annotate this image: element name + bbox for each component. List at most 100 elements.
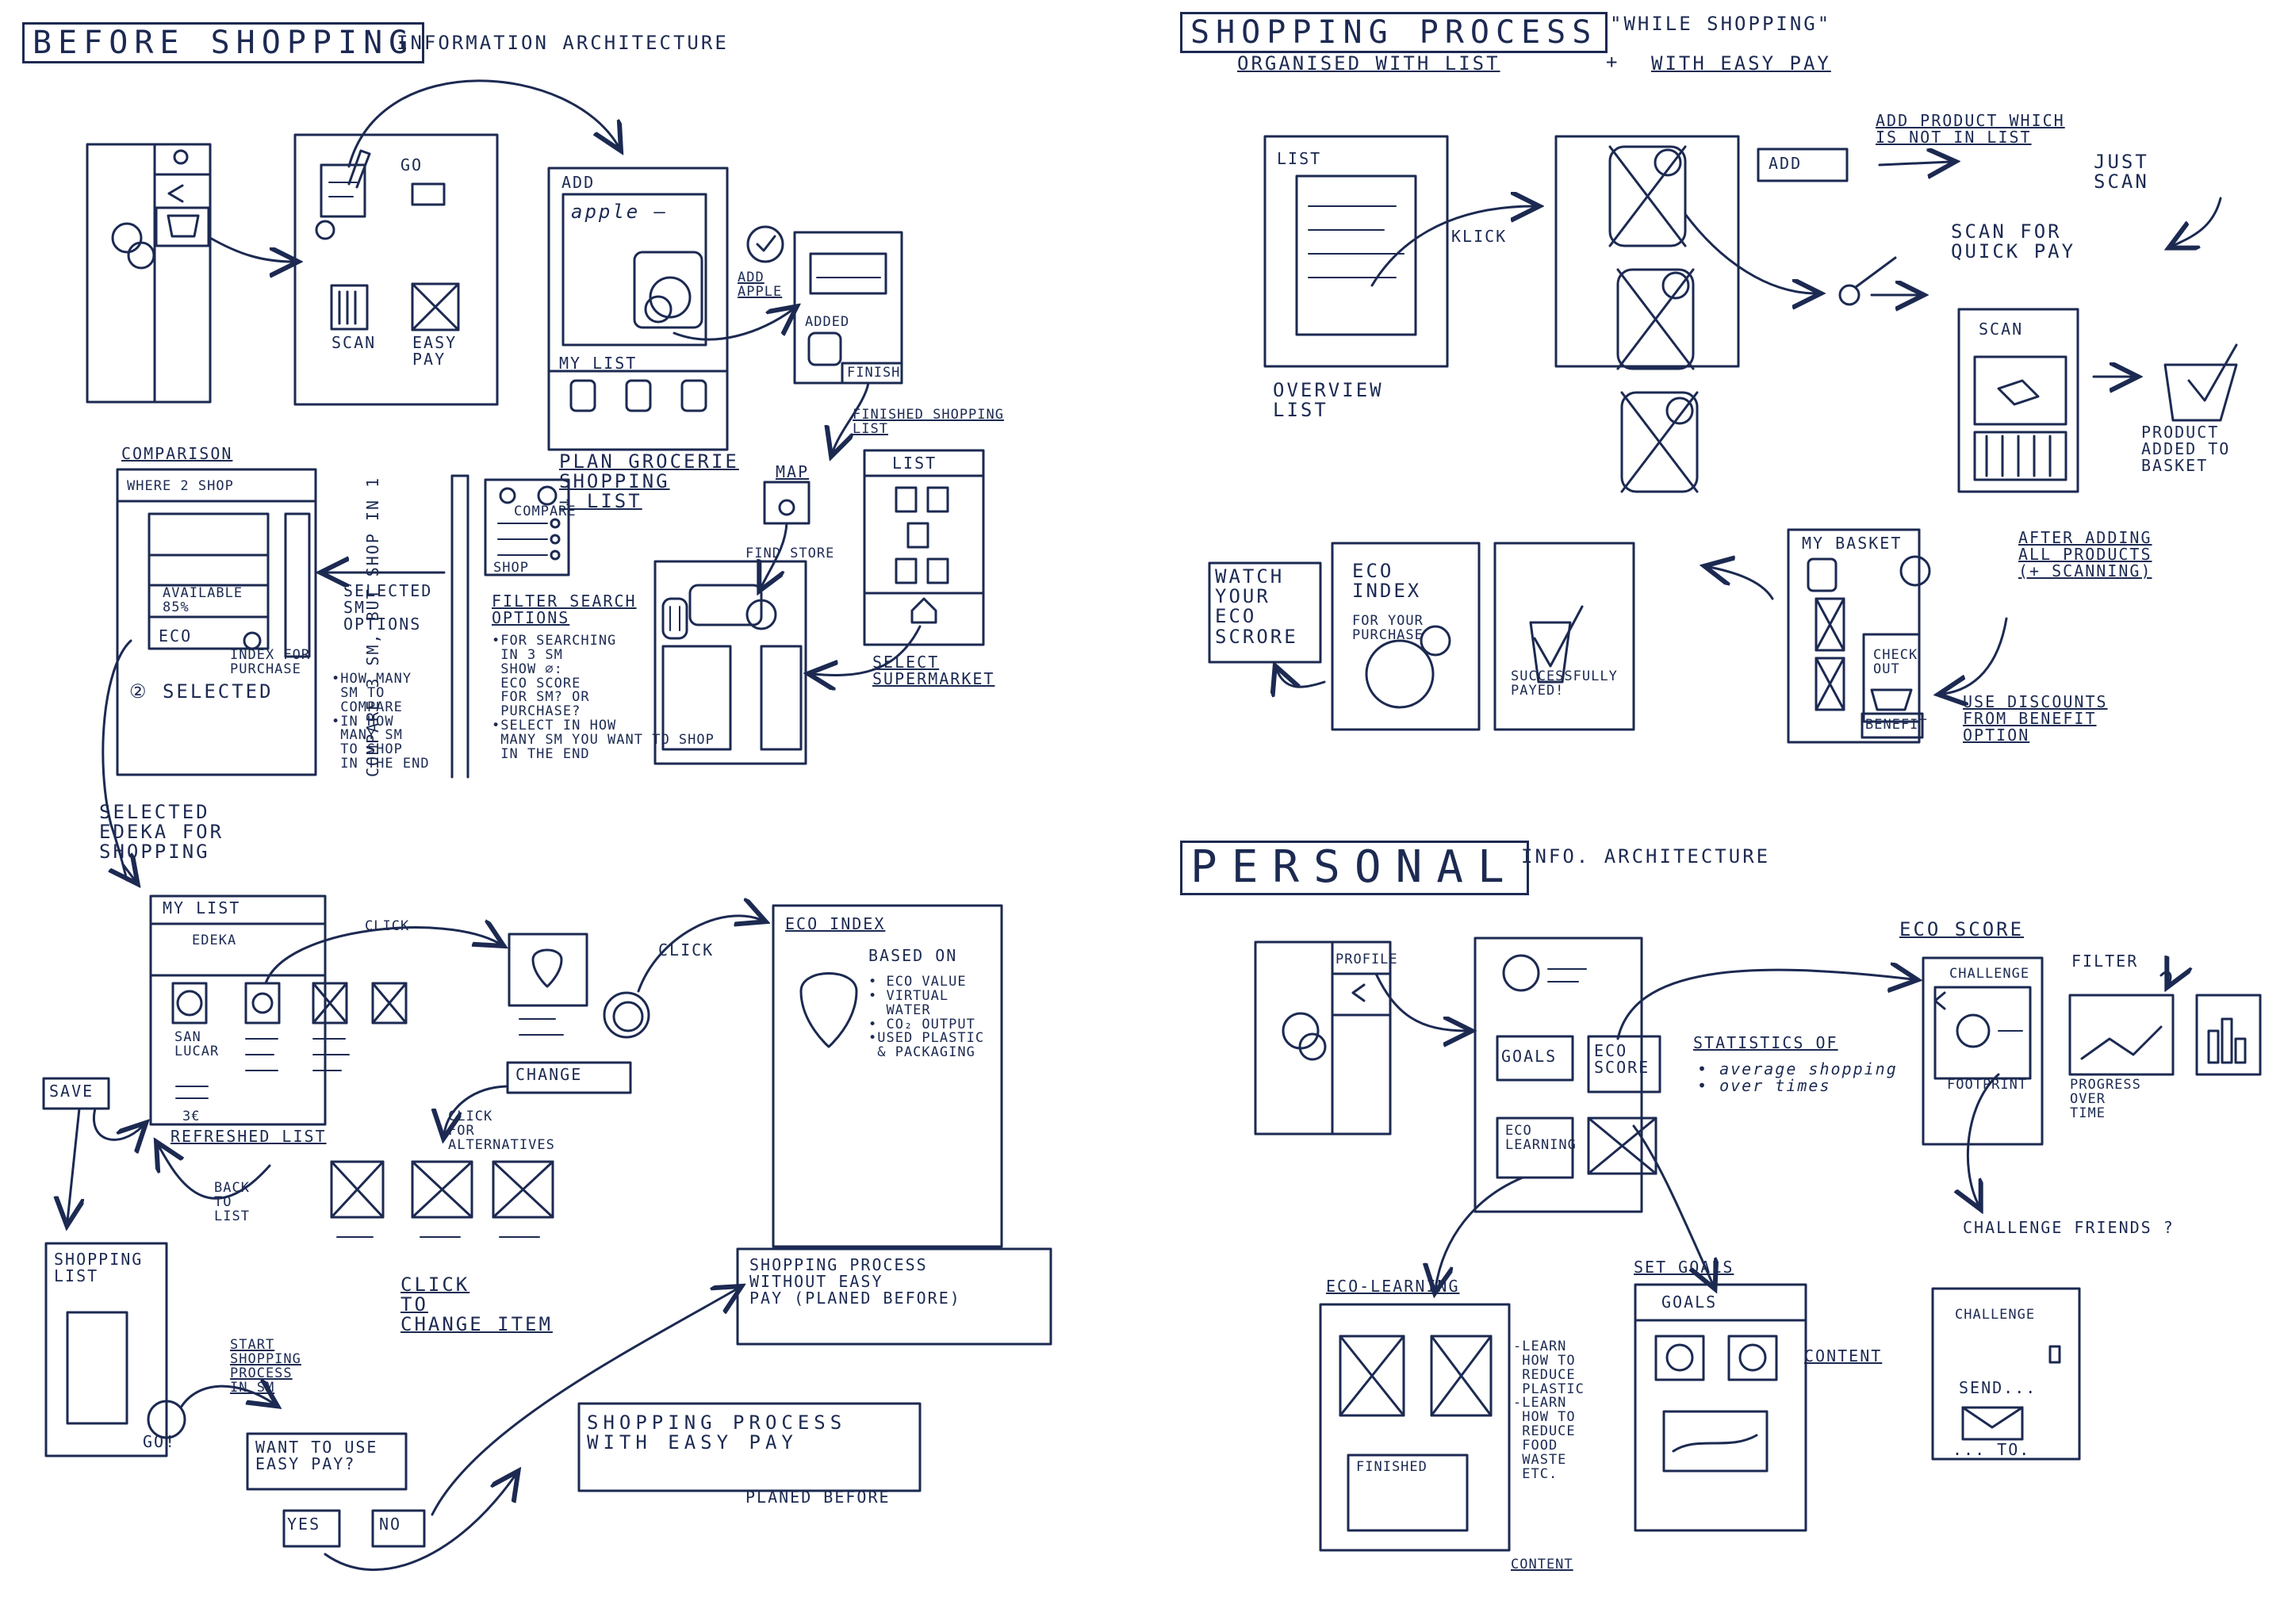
plan-groceries-caption: PLAN GROCERIE SHOPPING → LIST xyxy=(559,450,739,513)
profile-label: PROFILE xyxy=(1336,952,1398,967)
set-goals-title: SET GOALS xyxy=(1634,1258,1734,1277)
want-easy-pay-question: WANT TO USE EASY PAY? xyxy=(255,1438,378,1473)
successfully-payed-label: SUCCESSFULLY PAYED! xyxy=(1511,668,1618,699)
scan-for-quick-pay: SCAN FOR QUICK PAY xyxy=(1951,220,2076,263)
change-button: CHANGE xyxy=(515,1065,583,1084)
select-supermarket-caption: SELECT SUPERMARKET xyxy=(872,653,995,688)
just-scan-label: JUST SCAN xyxy=(2094,151,2149,193)
scan-screen-header: SCAN xyxy=(1979,320,2024,339)
my-basket-header: MY BASKET xyxy=(1802,534,1903,553)
process-with-easy-pay: SHOPPING PROCESS WITH EASY PAY xyxy=(587,1411,847,1454)
home-go-label: GO xyxy=(400,155,423,174)
shopping-list-title: SHOPPING LIST xyxy=(54,1250,144,1285)
comparison-available: AVAILABLE 85% xyxy=(163,585,243,615)
challenge-card-title: CHALLENGE xyxy=(1955,1307,2036,1323)
filter-search-title: FILTER SEARCH OPTIONS xyxy=(492,592,637,627)
filter-search-bullets: •FOR SEARCHING IN 3 SM SHOW ⌀: ECO SCORE… xyxy=(492,633,715,762)
planed-before-label: PLANED BEFORE xyxy=(745,1488,891,1507)
benefit-button: BENEFIT xyxy=(1865,717,1928,733)
shopping-process-subtitle: "WHILE SHOPPING" xyxy=(1610,13,1832,35)
personal-subtitle: INFO. ARCHITECTURE xyxy=(1521,845,1771,868)
goals-content-label: CONTENT xyxy=(1804,1346,1883,1365)
use-discounts-note: USE DISCOUNTS FROM BENEFIT OPTION xyxy=(1963,692,2108,745)
click-eco-label: CLICK xyxy=(658,940,715,959)
no-button: NO xyxy=(379,1515,402,1534)
plan-item-apple: apple — xyxy=(571,201,669,223)
selected-edeka-caption: SELECTED EDEKA FOR SHOPPING xyxy=(99,801,224,864)
klick-label: KLICK xyxy=(1451,227,1508,246)
to-label: ... TO. xyxy=(1953,1440,2031,1459)
comparison-eco: ECO xyxy=(159,626,193,645)
eco-index-purchase-sub: FOR YOUR PURCHASE xyxy=(1352,613,1424,643)
add-product-button: ADD xyxy=(1769,154,1803,173)
challenge-friends-label: CHALLENGE FRIENDS ? xyxy=(1963,1218,2175,1237)
goals-button: GOALS xyxy=(1501,1047,1558,1066)
home-easy-pay-label: EASY PAY xyxy=(412,333,458,369)
eco-learning-content-label: CONTENT xyxy=(1511,1557,1573,1572)
my-list-click: CLICK xyxy=(365,918,410,934)
watch-eco-score: WATCH YOUR ECO SCRORE xyxy=(1215,565,1298,648)
personal-title: PERSONAL xyxy=(1180,841,1529,895)
finished-list-caption: FINISHED SHOPPING LIST xyxy=(853,407,1004,437)
map-label: MAP xyxy=(776,462,810,481)
filter-compare-label: COMPARE xyxy=(514,504,577,519)
plan-add-label: ADD xyxy=(561,173,596,192)
shopping-process-plus: + xyxy=(1606,51,1620,73)
yes-button: YES xyxy=(287,1515,321,1534)
challenge-icon-label: CHALLENGE xyxy=(1949,966,2030,982)
comparison-index-note: INDEX FOR PURCHASE xyxy=(230,647,311,677)
add-apple-label: ADD APPLE xyxy=(738,270,783,300)
my-list-item-price: 3€ xyxy=(182,1109,201,1124)
save-button: SAVE xyxy=(49,1082,94,1101)
check-out-button: CHECK OUT xyxy=(1873,647,1918,677)
personal-drawings xyxy=(1254,936,2262,1552)
comparison-selected: ② SELECTED xyxy=(129,680,274,703)
eco-index-bullets: • ECO VALUE • VIRTUAL WATER • CO₂ OUTPUT… xyxy=(868,974,985,1061)
start-shopping-caption: START SHOPPING PROCESS IN SM xyxy=(230,1337,301,1396)
eco-index-purchase-title: ECO INDEX xyxy=(1352,560,1422,603)
shopping-process-drawings xyxy=(1208,135,2238,744)
shopping-process-title: SHOPPING PROCESS xyxy=(1180,12,1608,53)
progress-over-time: PROGRESS OVER TIME xyxy=(2070,1077,2141,1121)
finish-button: FINISH xyxy=(847,365,901,381)
before-shopping-subtitle: INFORMATION ARCHITECTURE xyxy=(397,32,729,54)
find-store-label: FIND STORE xyxy=(745,546,835,561)
added-label: ADDED xyxy=(805,314,850,330)
product-added-caption: PRODUCT ADDED TO BASKET xyxy=(2141,423,2231,475)
eco-learning-title: ECO-LEARNING xyxy=(1326,1277,1460,1296)
eco-index-based-on: BASED ON xyxy=(868,946,958,965)
my-list-store: EDEKA xyxy=(192,933,237,948)
finished-label: FINISHED xyxy=(1356,1459,1428,1475)
back-to-list-label: BACK TO LIST xyxy=(214,1180,250,1224)
send-label: SEND... xyxy=(1959,1378,2037,1397)
after-adding-note: AFTER ADDING ALL PRODUCTS (+ SCANNING) xyxy=(2018,528,2152,580)
my-list-item-name: SAN LUCAR xyxy=(174,1029,220,1059)
overview-list-caption: OVERVIEW LIST xyxy=(1273,379,1384,422)
before-shopping-title: BEFORE SHOPPING xyxy=(22,22,425,63)
eco-score-button: ECO SCORE xyxy=(1594,1041,1650,1077)
refreshed-list-label: REFRESHED LIST xyxy=(171,1127,327,1146)
go-button: GO! xyxy=(143,1432,177,1451)
click-for-alternatives: CLICK FOR ALTERNATIVES xyxy=(448,1109,555,1153)
statistics-label: STATISTICS OF xyxy=(1693,1033,1838,1052)
selected-options-title: SELECTED SM OPTIONS xyxy=(343,581,433,634)
filter-label: FILTER xyxy=(2071,952,2139,971)
before-shopping-drawings xyxy=(42,79,1052,1572)
add-product-note: ADD PRODUCT WHICH IS NOT IN LIST xyxy=(1876,111,2065,147)
home-scan-label: SCAN xyxy=(331,333,377,352)
eco-learning-button: ECO LEARNING xyxy=(1505,1123,1577,1153)
my-list-header: MY LIST xyxy=(163,898,241,917)
learn-list: -LEARN HOW TO REDUCE PLASTIC -LEARN HOW … xyxy=(1513,1339,1585,1482)
footprint-label: FOOTPRINT xyxy=(1947,1077,2028,1093)
comparison-title: COMPARISON xyxy=(121,444,233,463)
eco-index-title: ECO INDEX xyxy=(785,914,886,933)
process-without-easy-pay: SHOPPING PROCESS WITHOUT EASY PAY (PLANE… xyxy=(749,1255,961,1308)
finished-list-header: LIST xyxy=(892,454,937,473)
shopping-process-easy-pay: WITH EASY PAY xyxy=(1651,52,1831,75)
plan-my-list-label: MY LIST xyxy=(559,354,638,373)
list-header: LIST xyxy=(1277,149,1322,168)
shopping-process-organised: ORGANISED WITH LIST xyxy=(1237,52,1500,75)
statistics-bullets: • average shopping • over times xyxy=(1697,1059,1898,1095)
